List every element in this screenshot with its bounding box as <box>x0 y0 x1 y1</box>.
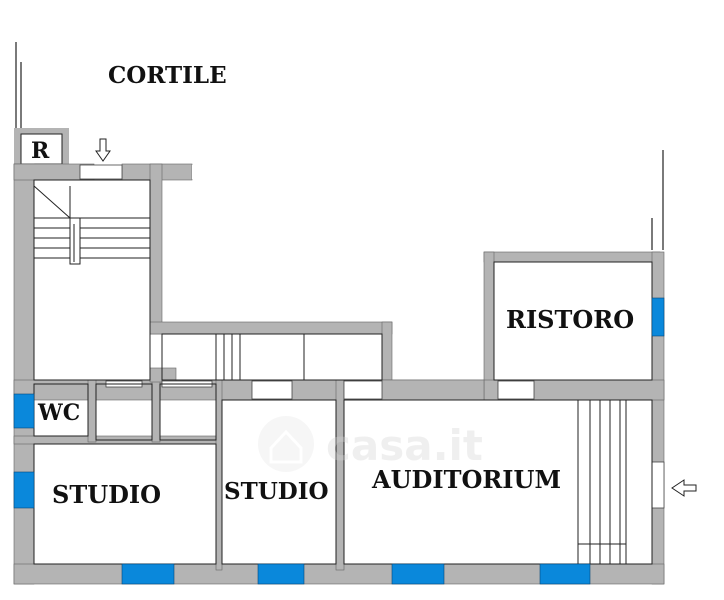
r-label: R <box>31 138 50 164</box>
staircase <box>33 185 241 380</box>
courtyard-boundary <box>15 42 664 250</box>
walls <box>13 163 665 585</box>
arrow-down-icon <box>95 138 111 162</box>
watermark: casa.it <box>258 416 483 472</box>
arrow-left-icon <box>671 479 697 497</box>
courtyard-label: CORTILE <box>108 62 227 89</box>
auditorium-steps <box>577 400 627 564</box>
ristoro-label: RISTORO <box>506 305 634 334</box>
auditorium-label: AUDITORIUM <box>371 465 561 494</box>
studio-center-label: STUDIO <box>224 478 329 505</box>
watermark-text: casa.it <box>326 421 483 470</box>
wc-label: WC <box>37 400 80 426</box>
studio-left-label: STUDIO <box>52 480 161 509</box>
windows <box>13 297 665 585</box>
home-icon <box>258 416 314 472</box>
